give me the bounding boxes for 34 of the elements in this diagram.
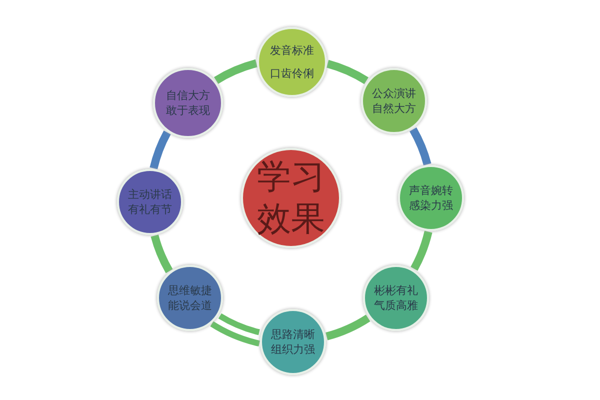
ring-segment — [409, 128, 432, 166]
topic-text: 彬彬有礼 — [374, 283, 418, 298]
ring-segment — [214, 59, 258, 84]
topic-text: 气质高雅 — [374, 298, 418, 313]
ring-segment — [150, 234, 173, 274]
topic-circle — [153, 68, 223, 138]
topic-text: 主动讲话 — [128, 187, 172, 202]
topic-circle — [260, 309, 326, 375]
topic-text: 感染力强 — [409, 198, 453, 213]
ring-segment — [325, 314, 370, 340]
topic-text: 有礼有节 — [128, 202, 172, 217]
ring-segment — [410, 230, 432, 271]
topic-circle — [361, 68, 427, 134]
topic-text: 口齿伶俐 — [270, 66, 314, 81]
topic-text: 自然大方 — [372, 101, 416, 116]
ring-segment — [150, 130, 171, 170]
topic-text: 组织力强 — [271, 342, 315, 357]
topic-text: 公众演讲 — [372, 86, 416, 101]
topic-text: 思维敏捷 — [168, 283, 212, 298]
ring-segment — [326, 60, 368, 84]
topic-text: 发音标准 — [270, 43, 314, 58]
ring-segment — [210, 321, 260, 346]
topic-circle — [257, 27, 327, 97]
topic-circle — [157, 265, 223, 331]
topic-text: 敢于表现 — [166, 103, 210, 118]
center-title: 学习效果 — [256, 156, 326, 240]
topic-text: 自信大方 — [166, 88, 210, 103]
ring-segment — [218, 313, 260, 336]
topic-circle — [398, 165, 464, 231]
topic-text: 思路清晰 — [271, 327, 315, 342]
topic-circle — [363, 265, 429, 331]
topic-text: 能说会道 — [168, 298, 212, 313]
topic-circle — [117, 169, 183, 235]
topic-text: 声音婉转 — [409, 183, 453, 198]
